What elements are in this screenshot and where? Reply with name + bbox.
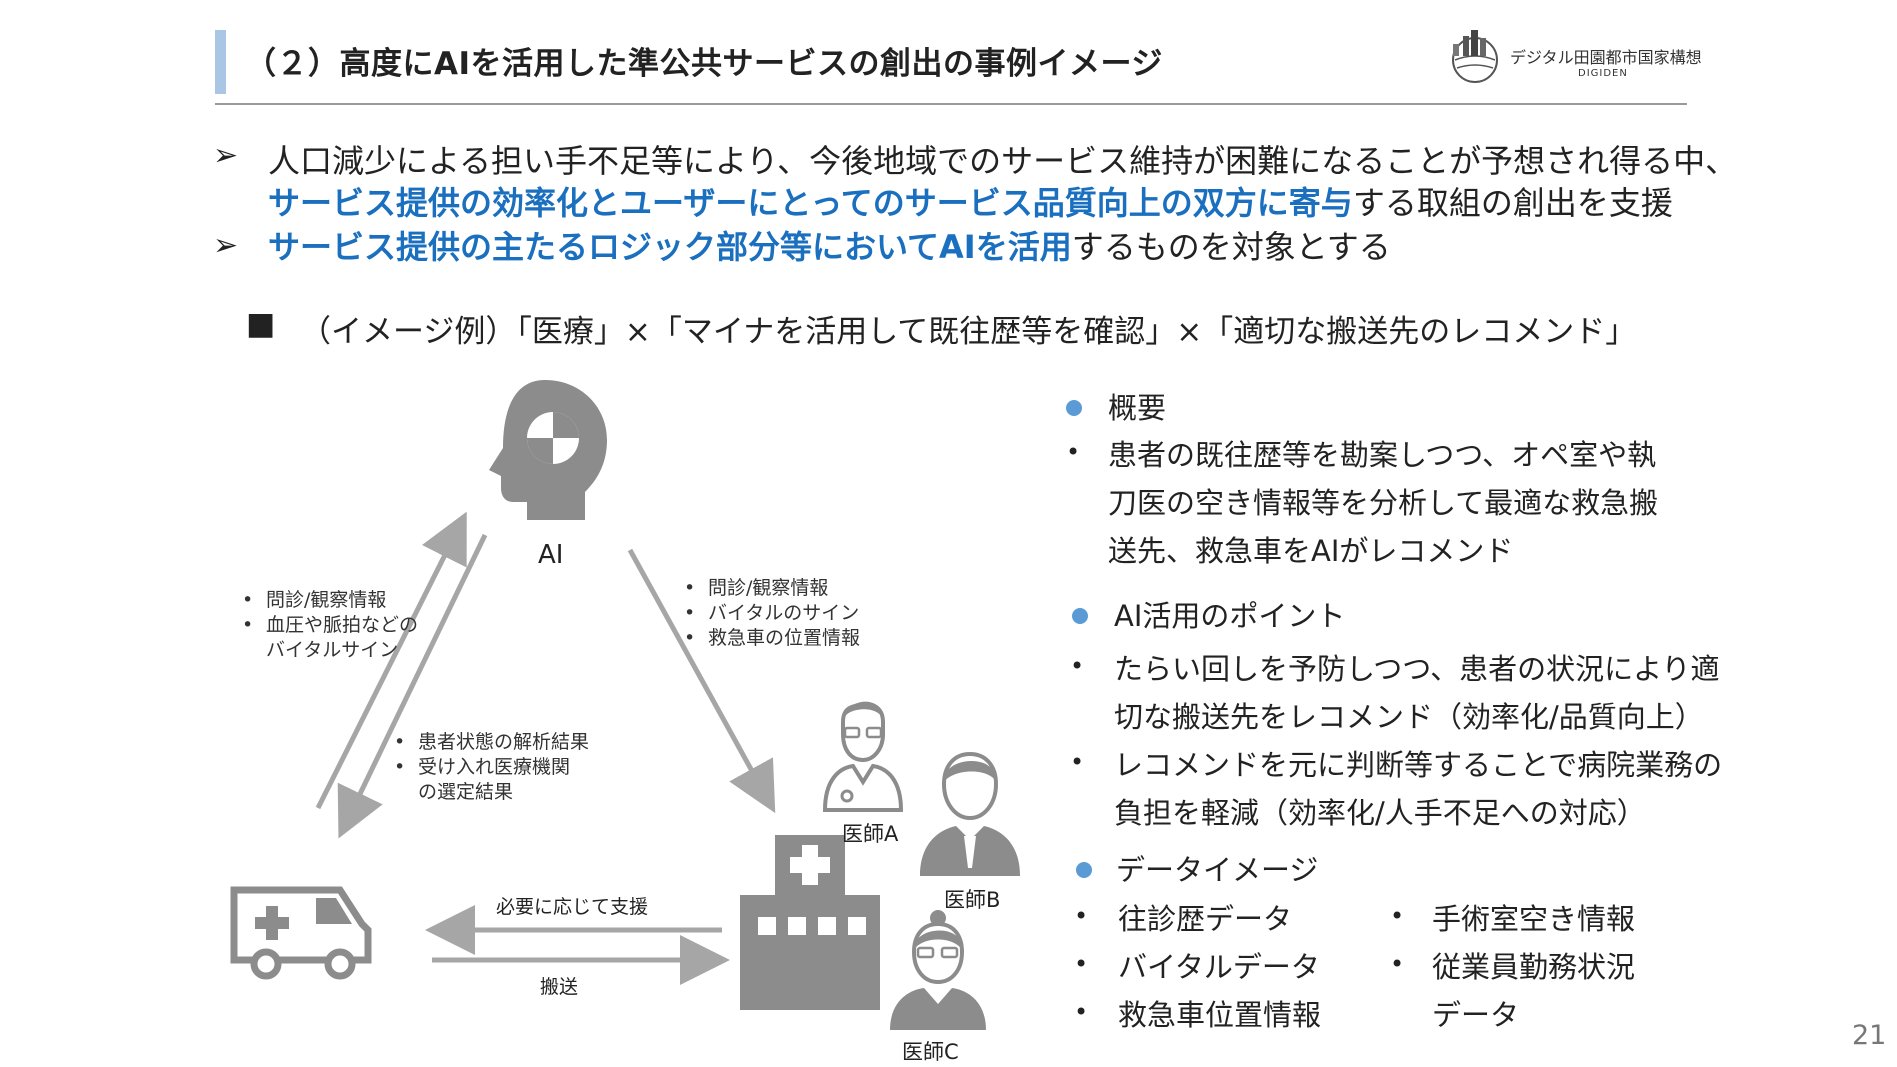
intro-line-2: サービス提供の効率化とユーザーにとってのサービス品質向上の双方に寄与する取組の創…: [268, 178, 1673, 224]
arrow-ai-to-hospital: [627, 548, 776, 814]
ai-label: AI: [538, 540, 564, 570]
intro-line-3: サービス提供の主たるロジック部分等においてAIを活用するものを対象とする: [268, 222, 1391, 268]
doctor-b-label: 医師B: [944, 888, 1001, 912]
data-left-1: 往診歴データ: [1118, 902, 1293, 936]
overview-line-1: 患者の既往歴等を勘案しつつ、オペ室や執: [1108, 438, 1657, 472]
bullet-dot-icon: •: [1066, 438, 1081, 466]
arrow-ambulance-to-ai: [315, 511, 467, 810]
page-number: 21: [1852, 1020, 1887, 1051]
data-left-3: 救急車位置情報: [1118, 998, 1322, 1032]
digiden-logo-icon: [1452, 30, 1498, 83]
point-2-line-2: 負担を軽減（効率化/人手不足への対応）: [1114, 796, 1646, 830]
overview-line-2: 刀医の空き情報等を分析して最適な救急搬: [1108, 486, 1659, 520]
bullet-dot-icon: •: [1070, 748, 1085, 776]
list-item: 救急車の位置情報: [682, 626, 860, 651]
intro-line-3-highlight: サービス提供の主たるロジック部分等においてAIを活用: [268, 228, 1072, 266]
data-right-3: データ: [1432, 998, 1520, 1032]
transport-label: 搬送: [540, 976, 579, 998]
overview-line-3: 送先、救急車をAIがレコメンド: [1108, 534, 1514, 568]
hospital-icon: [740, 835, 880, 1010]
section-dot-icon: [1072, 608, 1088, 624]
bullet-dot-icon: •: [1390, 902, 1405, 930]
center-result-list: 患者状態の解析結果 受け入れ医療機関 の選定結果: [392, 730, 589, 805]
point-2-line-1: レコメンドを元に判断等することで病院業務の: [1114, 748, 1723, 782]
left-info-list: 問診/観察情報 血圧や脈拍などの バイタルサイン: [240, 588, 418, 663]
points-title: AI活用のポイント: [1114, 599, 1346, 633]
doctor-a-label: 医師A: [842, 822, 899, 846]
intro-line-1: 人口減少による担い手不足等により、今後地域でのサービス維持が困難になることが予想…: [268, 142, 1738, 180]
example-marker: ■: [246, 306, 276, 342]
ambulance-icon: [230, 886, 372, 980]
list-item: 問診/観察情報: [240, 588, 418, 613]
point-1-line-1: たらい回しを予防しつつ、患者の状況により適: [1114, 652, 1720, 686]
data-right-2: 従業員勤務状況: [1432, 950, 1636, 984]
example-text: （イメージ例）「医療」×「マイナを活用して既往歴等を確認」×「適切な搬送先のレコ…: [300, 314, 1637, 350]
data-left-2: バイタルデータ: [1118, 950, 1320, 984]
arrow-bullet-icon: ➢: [213, 138, 239, 173]
arrow-bullet-icon: ➢: [213, 228, 239, 263]
doctor-c-person-icon: [890, 910, 986, 1030]
section-dot-icon: [1076, 862, 1092, 878]
intro-line-2-rest: する取組の創出を支援: [1352, 184, 1673, 222]
doctor-b-icon: [760, 745, 761, 746]
list-item: 問診/観察情報: [682, 576, 860, 601]
list-item-continued: の選定結果: [418, 781, 514, 803]
point-1-line-2: 切な搬送先をレコメンド（効率化/品質向上）: [1114, 700, 1704, 734]
doctor-a-icon: [822, 701, 904, 812]
doctor-c-label: 医師C: [902, 1040, 959, 1064]
doctor-b-person-icon: [920, 751, 1020, 876]
bullet-dot-icon: •: [1070, 652, 1085, 680]
section-dot-icon: [1066, 400, 1082, 416]
bullet-dot-icon: •: [1074, 902, 1089, 930]
arrow-ai-to-ambulance: [337, 533, 488, 839]
title-divider: [215, 103, 1687, 105]
data-right-1: 手術室空き情報: [1432, 902, 1636, 936]
list-item: 血圧や脈拍などの: [240, 613, 418, 638]
list-item: バイタルのサイン: [682, 601, 860, 626]
intro-line-2-highlight: サービス提供の効率化とユーザーにとってのサービス品質向上の双方に寄与: [268, 184, 1353, 222]
logo-text: デジタル田園都市国家構想: [1510, 48, 1702, 67]
bullet-dot-icon: •: [1074, 998, 1089, 1026]
bullet-dot-icon: •: [1074, 950, 1089, 978]
intro-line-3-rest: するものを対象とする: [1071, 228, 1391, 266]
bullet-dot-icon: •: [1390, 950, 1405, 978]
data-title: データイメージ: [1116, 853, 1319, 887]
diagram-canvas: [230, 380, 904, 1010]
logo-subtext: DIGIDEN: [1578, 68, 1628, 79]
title-accent-bar: [215, 30, 226, 94]
right-info-list: 問診/観察情報 バイタルのサイン 救急車の位置情報: [682, 576, 860, 651]
overview-title: 概要: [1108, 391, 1167, 425]
list-item-continued: バイタルサイン: [266, 639, 399, 661]
list-item: 受け入れ医療機関: [392, 755, 589, 780]
page-title: （２）高度にAIを活用した準公共サービスの創出の事例イメージ: [245, 46, 1163, 82]
ai-head-icon: [489, 380, 607, 520]
support-label: 必要に応じて支援: [496, 896, 649, 918]
list-item: 患者状態の解析結果: [392, 730, 589, 755]
